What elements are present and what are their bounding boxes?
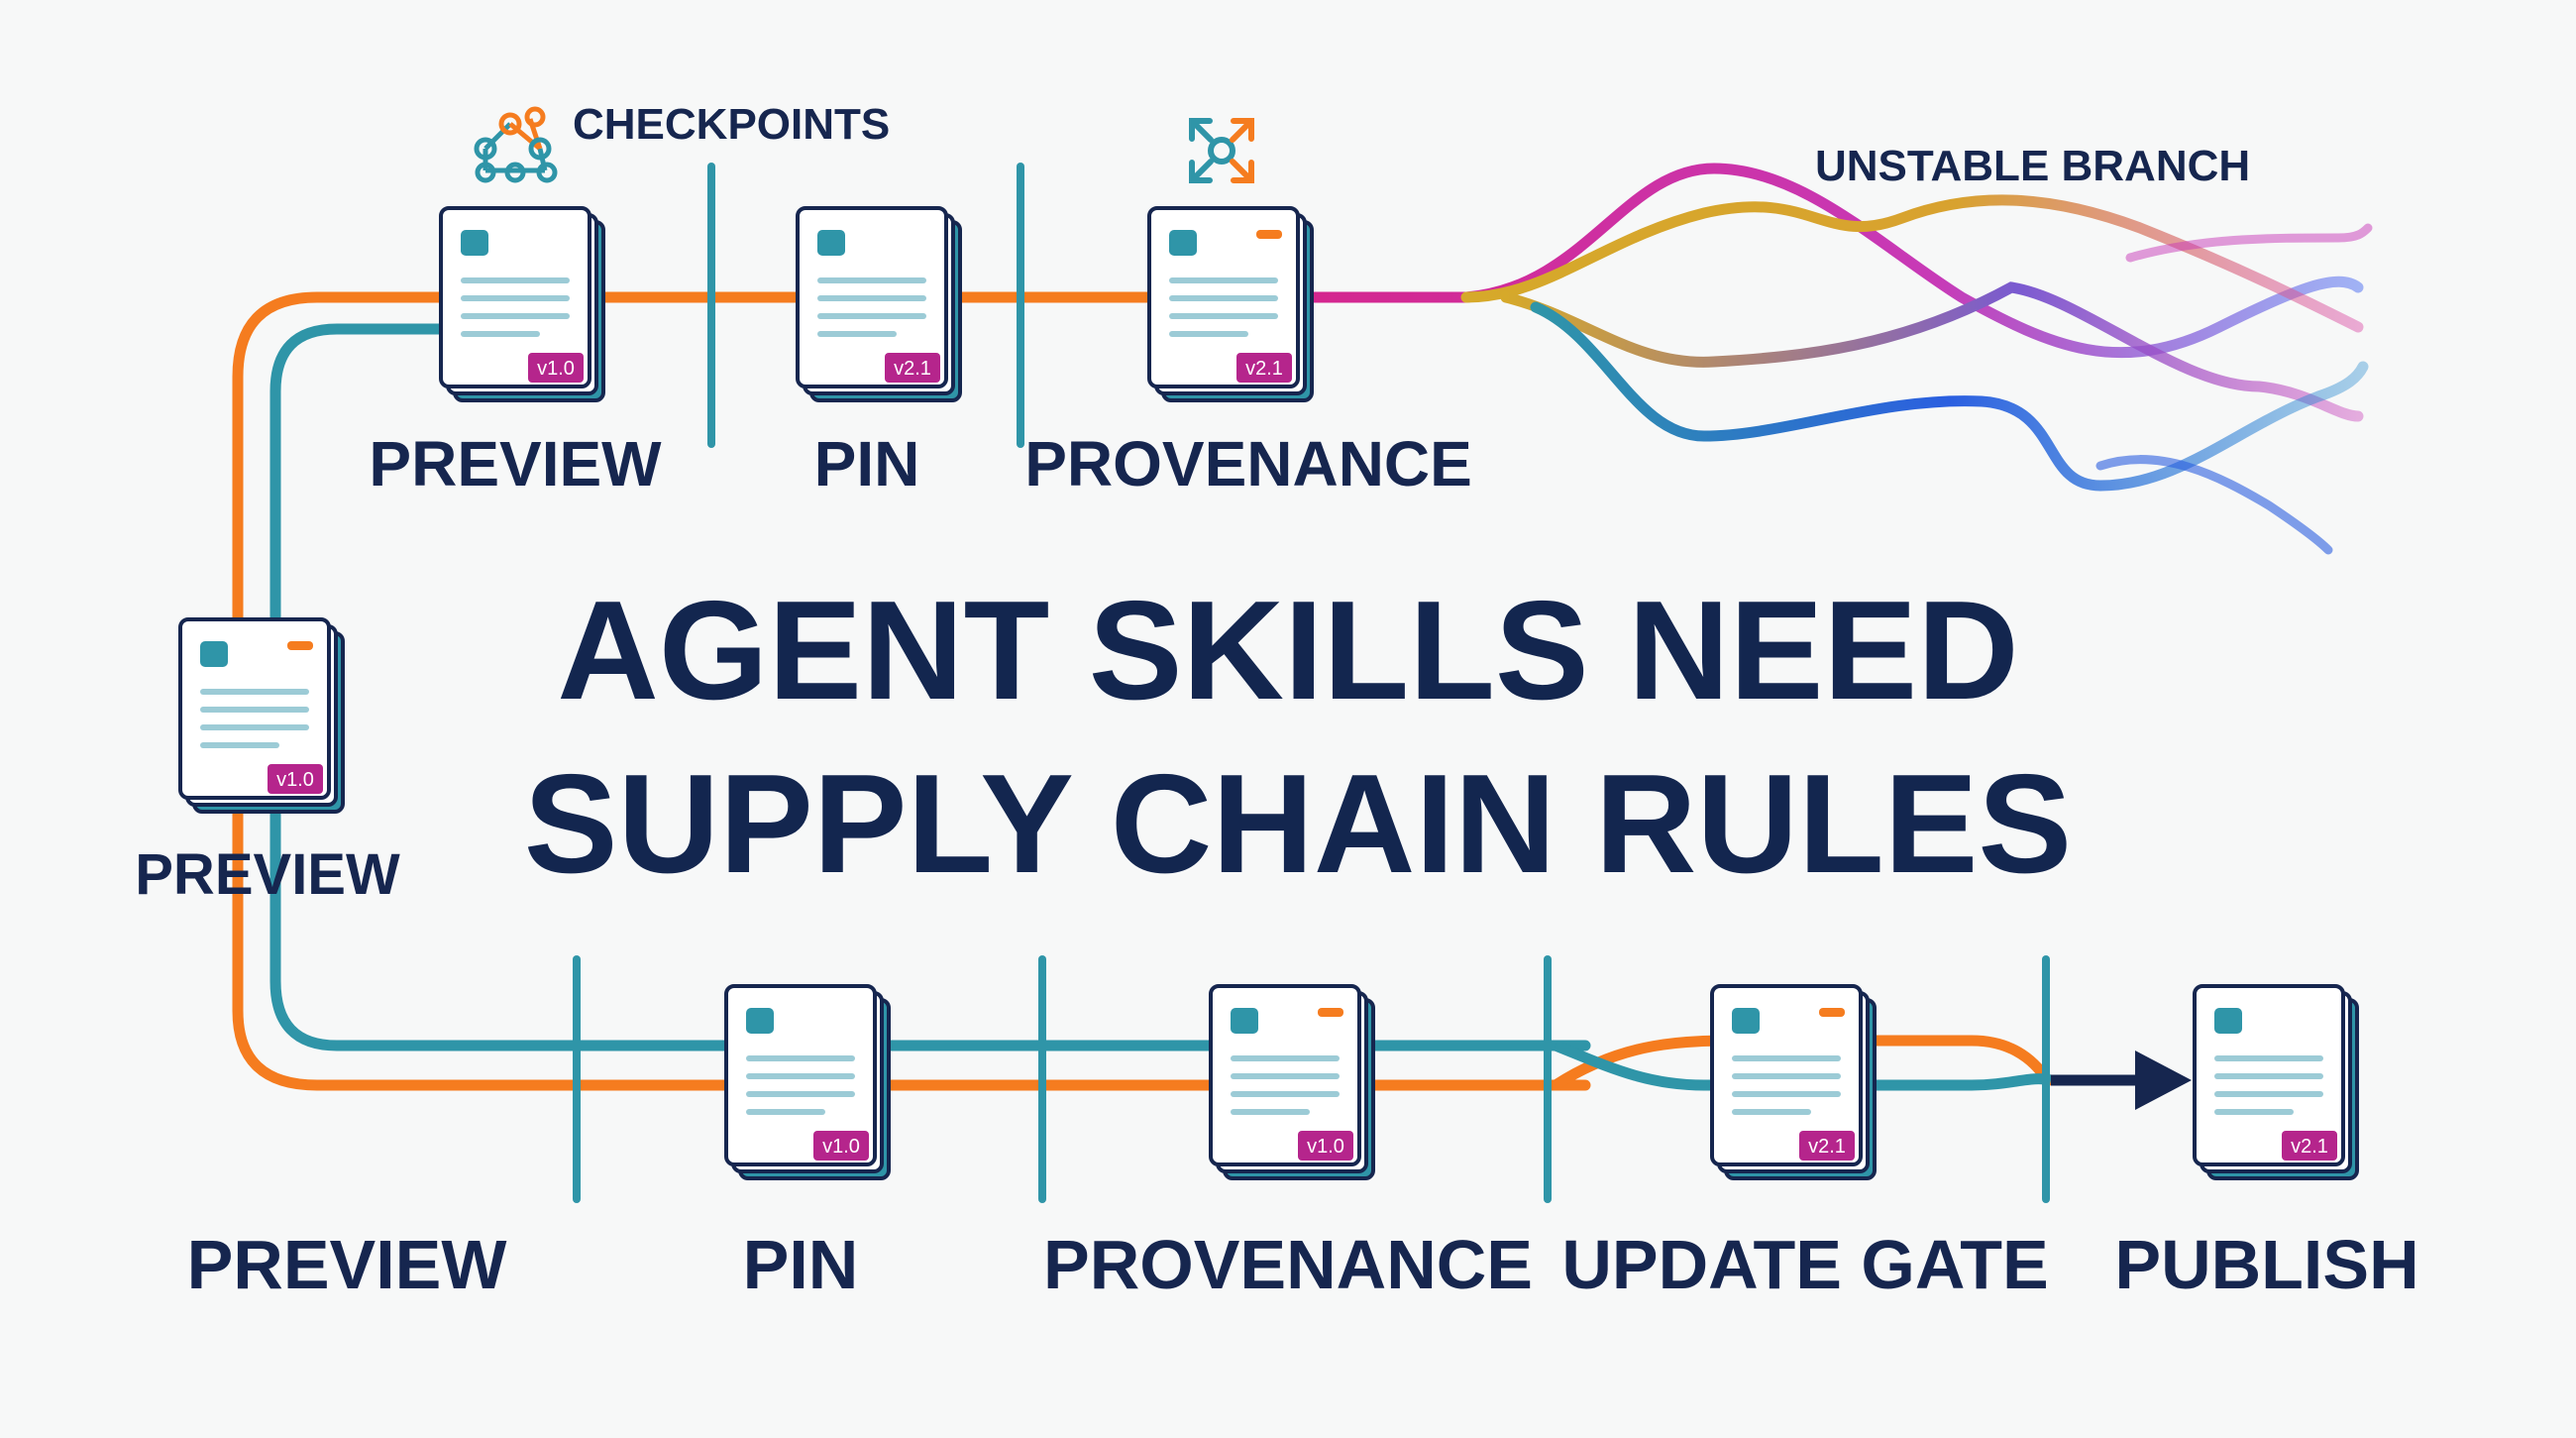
bottom-label-provenance: PROVENANCE [1043,1226,1533,1303]
card-accent-tag [1819,1008,1845,1017]
gate-braid-teal-a [1553,1040,2053,1091]
doc-card-side-preview: v1.0 [178,617,345,814]
card-text-line [461,295,570,301]
card-text-line [1732,1055,1841,1061]
card-thumbnail [817,230,845,256]
doc-card-top-provenance: v2.1 [1147,206,1314,402]
card-text-line [200,689,309,695]
card-thumbnail [1231,1008,1258,1034]
version-badge [268,764,323,794]
branch-gold [1460,194,2364,333]
version-label: v1.0 [537,358,575,380]
doc-card-top-pin: v2.1 [796,206,962,402]
document-cards: v1.0 v2.1 v2.1 v1.0 v1.0 v1.0 v2.1 v2.1 [178,206,2359,1180]
card-text-line [461,313,570,319]
bottom-label-preview: PREVIEW [187,1226,507,1303]
doc-card-bottom-publish: v2.1 [2193,984,2359,1180]
checkpoint-ticks [573,163,2050,1203]
version-label: v2.1 [894,358,931,380]
branch-magenta-tail [2125,223,2373,263]
checkpoints-label: CHECKPOINTS [573,100,890,149]
doc-card-bottom-provenance: v1.0 [1209,984,1375,1180]
version-badge [813,1131,869,1161]
card-text-line [746,1073,855,1079]
card-text-line [2214,1055,2323,1061]
card-text-line [1169,313,1278,319]
card-text-line [1732,1091,1841,1097]
top-label-pin: PIN [814,428,920,499]
card-text-line [200,724,309,730]
card-text-line [2214,1091,2323,1097]
version-label: v2.1 [2291,1136,2328,1158]
card-text-line [746,1091,855,1097]
card-text-line [817,313,926,319]
branch-gold-lower [1500,281,2364,422]
card-text-line [1732,1109,1811,1115]
doc-card-top-preview: v1.0 [439,206,605,402]
card-text-line [1169,277,1278,283]
card-text-line [2214,1109,2294,1115]
card-text-line [746,1109,825,1115]
card-text-line [1231,1091,1340,1097]
doc-card-bottom-update-gate: v2.1 [1710,984,1877,1180]
version-label: v2.1 [1245,358,1283,380]
card-text-line [461,277,570,283]
top-label-preview: PREVIEW [369,428,662,499]
version-badge [2282,1131,2337,1161]
title-line-1: AGENT SKILLS NEED [557,572,2018,729]
card-accent-tag [287,641,313,650]
title-line-2: SUPPLY CHAIN RULES [524,745,2072,903]
doc-card-bottom-pin: v1.0 [724,984,891,1180]
expand-arrows-icon [1189,118,1254,183]
card-text-line [817,277,926,283]
network-nodes-icon [474,106,558,183]
card-text-line [1732,1073,1841,1079]
card-accent-tag [1256,230,1282,239]
card-thumbnail [461,230,488,256]
version-badge [528,353,584,383]
card-thumbnail [1169,230,1197,256]
card-text-line [1169,331,1248,337]
card-text-line [1231,1073,1340,1079]
card-text-line [2214,1073,2323,1079]
unstable-branch-label: UNSTABLE BRANCH [1815,142,2250,190]
bottom-label-pin: PIN [743,1226,859,1303]
version-badge [1799,1131,1855,1161]
card-text-line [817,331,897,337]
track-orange [232,291,1591,1091]
card-text-line [817,295,926,301]
branch-blue-tail [2095,455,2333,555]
card-thumbnail [1732,1008,1760,1034]
publish-arrow-head [2135,1051,2192,1110]
bottom-label-publish: PUBLISH [2114,1226,2418,1303]
card-thumbnail [200,641,228,667]
card-text-line [461,331,540,337]
side-label-preview: PREVIEW [135,842,400,907]
card-text-line [1231,1055,1340,1061]
card-thumbnail [746,1008,774,1034]
card-accent-tag [1318,1008,1343,1017]
version-badge [1298,1131,1353,1161]
card-text-line [1169,295,1278,301]
card-text-line [746,1055,855,1061]
version-label: v1.0 [276,769,314,791]
card-thumbnail [2214,1008,2242,1034]
version-label: v2.1 [1808,1136,1846,1158]
card-text-line [1231,1109,1310,1115]
bottom-label-update-gate: UPDATE GATE [1561,1226,2048,1303]
version-label: v1.0 [1307,1136,1344,1158]
version-badge [885,353,940,383]
card-text-line [200,742,279,748]
card-text-line [200,707,309,713]
branch-teal-blue [1530,301,2369,492]
version-badge [1236,353,1292,383]
version-label: v1.0 [822,1136,860,1158]
top-label-provenance: PROVENANCE [1024,428,1472,499]
branch-magenta [1302,163,2364,359]
